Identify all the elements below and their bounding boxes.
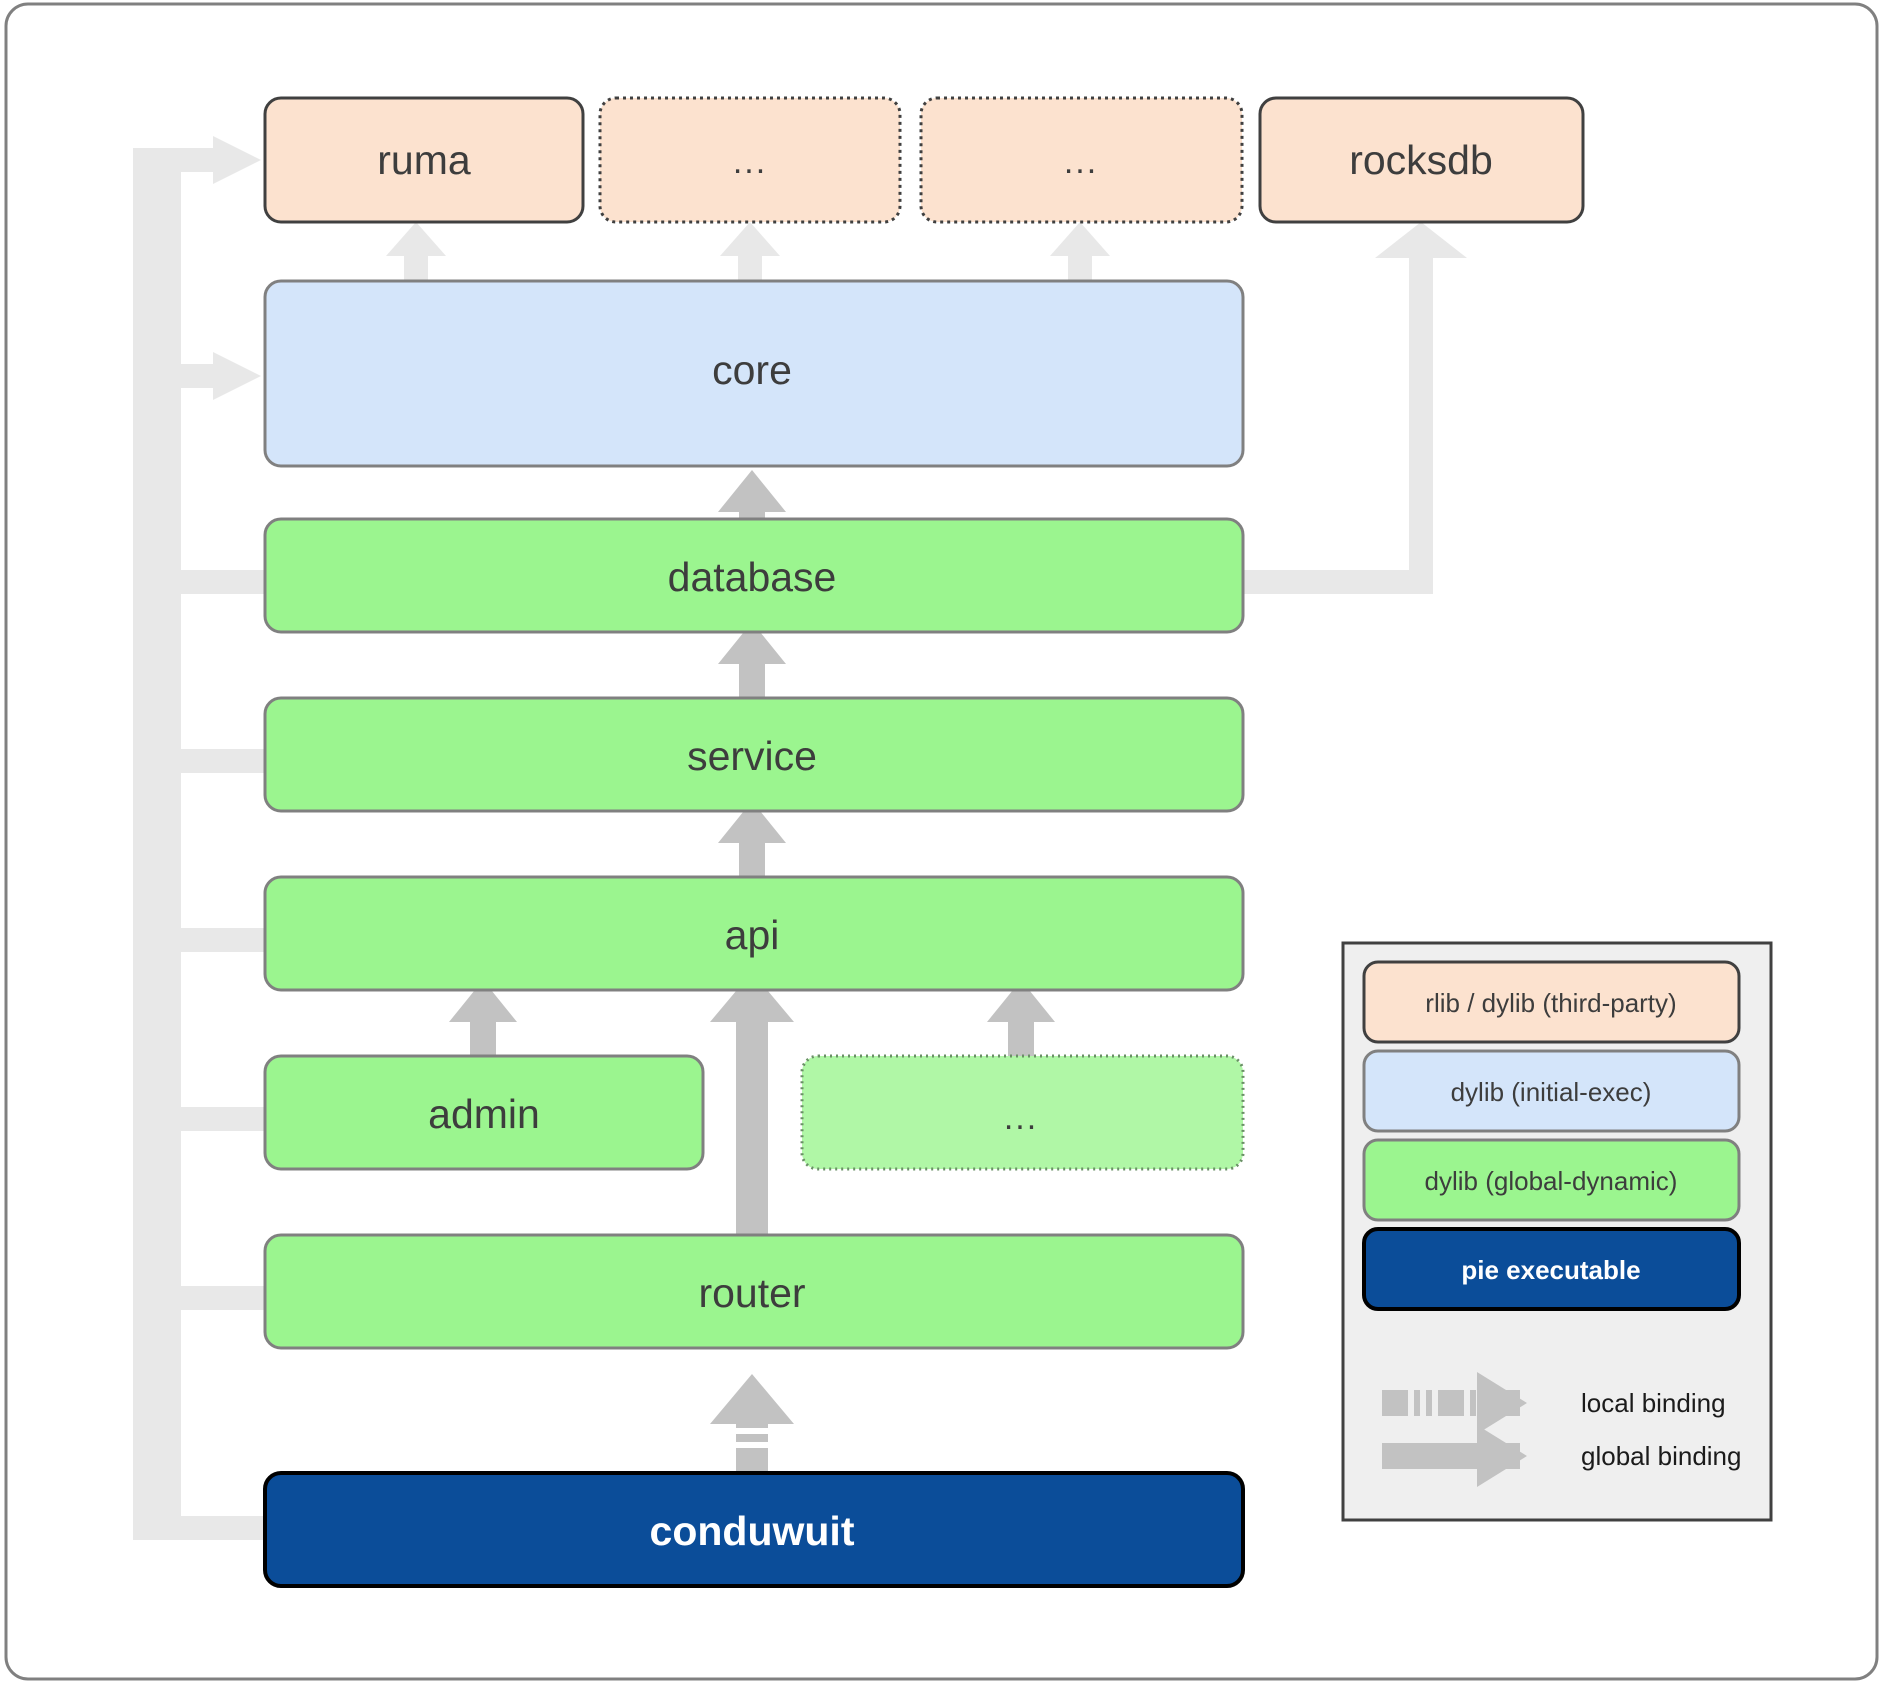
node-ruma-box[interactable] bbox=[263, 96, 585, 224]
edge-conduwuit-to-router-run bbox=[157, 1286, 267, 1310]
edge-database-right-run bbox=[1243, 570, 1433, 594]
local-binding-arrowhead bbox=[1477, 1372, 1527, 1434]
node-rocksdb-box[interactable] bbox=[1258, 96, 1585, 224]
node-service[interactable]: service bbox=[263, 696, 1245, 813]
legend-item-initial-exec: dylib (initial-exec) bbox=[1362, 1049, 1741, 1133]
node-rocksdb[interactable]: rocksdb bbox=[1258, 96, 1585, 224]
node-api[interactable]: api bbox=[263, 875, 1245, 992]
node-admin-box[interactable] bbox=[263, 1054, 705, 1171]
edge-core-to-top-dots2 bbox=[1050, 222, 1110, 284]
legend-arrow-local-binding bbox=[1382, 1372, 1527, 1434]
node-ruma[interactable]: ruma bbox=[263, 96, 585, 224]
legend-label-global-binding: global binding bbox=[1581, 1441, 1741, 1471]
edge-conduwuit-to-admin-run bbox=[157, 1107, 267, 1131]
edge-service-to-database bbox=[718, 622, 786, 702]
legend-label-third-party: rlib / dylib (third-party) bbox=[1425, 988, 1676, 1018]
edge-conduwuit-bottom-run bbox=[133, 1516, 267, 1540]
legend-item-third-party: rlib / dylib (third-party) bbox=[1362, 960, 1741, 1044]
edge-conduwuit-to-database-run bbox=[157, 570, 267, 594]
legend-item-pie-executable: pie executable bbox=[1362, 1227, 1741, 1311]
node-mid-dots-box[interactable] bbox=[800, 1054, 1245, 1171]
edge-conduwuit-to-ruma-arrowhead bbox=[213, 136, 261, 184]
node-admin[interactable]: admin bbox=[263, 1054, 705, 1171]
edge-mid-dots-to-api bbox=[987, 980, 1055, 1060]
local-binding-dash-5 bbox=[1470, 1390, 1476, 1416]
edge-inner-trunk bbox=[157, 148, 181, 1516]
edge-database-up-run bbox=[1409, 258, 1433, 594]
edge-core-to-ruma bbox=[386, 222, 446, 284]
node-top-dots2-box[interactable] bbox=[919, 96, 1244, 224]
edge-router-to-api bbox=[710, 972, 794, 1240]
local-binding-dash-2 bbox=[1414, 1390, 1420, 1416]
edge-conduwuit-to-api-run bbox=[157, 928, 267, 952]
legend-label-pie-executable: pie executable bbox=[1461, 1255, 1640, 1285]
edge-conduwuit-to-service-run bbox=[157, 749, 267, 773]
node-top-dots1-label: ... bbox=[733, 143, 767, 181]
edge-conduwuit-to-ruma-trunk bbox=[133, 148, 157, 1540]
node-service-label: service bbox=[687, 733, 817, 779]
global-binding-arrowhead bbox=[1477, 1425, 1527, 1487]
legend-label-global-dynamic: dylib (global-dynamic) bbox=[1425, 1166, 1678, 1196]
local-binding-dash-3 bbox=[1426, 1390, 1432, 1416]
edge-api-to-service bbox=[718, 801, 786, 881]
legend-label-local-binding: local binding bbox=[1581, 1388, 1726, 1418]
node-top-dots2-label: ... bbox=[1064, 143, 1098, 181]
edge-database-to-rocksdb bbox=[1243, 222, 1467, 594]
node-router[interactable]: router bbox=[263, 1233, 1245, 1350]
node-conduwuit-label: conduwuit bbox=[650, 1508, 855, 1554]
node-top-dots1-box[interactable] bbox=[598, 96, 902, 224]
local-binding-dash-1 bbox=[1382, 1390, 1408, 1416]
node-router-box[interactable] bbox=[263, 1233, 1245, 1350]
node-conduwuit-box[interactable] bbox=[263, 1471, 1245, 1588]
edge-database-to-rocksdb-arrowhead bbox=[1375, 222, 1467, 258]
edge-conduwuit-to-core-arrowhead bbox=[213, 352, 261, 400]
edge-admin-to-api bbox=[449, 980, 517, 1060]
legend-label-initial-exec: dylib (initial-exec) bbox=[1451, 1077, 1652, 1107]
legend-swatch-initial-exec bbox=[1362, 1049, 1741, 1133]
node-top-dots2[interactable]: ... bbox=[919, 96, 1244, 224]
legend-arrow-global-binding bbox=[1382, 1425, 1527, 1487]
legend-swatch-global-dynamic bbox=[1362, 1138, 1741, 1222]
edge-bus-conduwuit-locals bbox=[133, 136, 267, 1540]
legend-item-global-dynamic: dylib (global-dynamic) bbox=[1362, 1138, 1741, 1222]
node-mid-dots-label: ... bbox=[1004, 1099, 1038, 1137]
node-top-dots1[interactable]: ... bbox=[598, 96, 902, 224]
edge-conduwuit-to-core-run bbox=[157, 364, 213, 388]
node-core[interactable]: core bbox=[263, 279, 1245, 468]
node-rocksdb-label: rocksdb bbox=[1349, 137, 1493, 183]
legend-swatch-third-party bbox=[1362, 960, 1741, 1044]
legend-panel: rlib / dylib (third-party) dylib (initia… bbox=[1341, 941, 1773, 1522]
node-core-label: core bbox=[712, 347, 792, 393]
node-api-label: api bbox=[725, 912, 780, 958]
local-binding-dash-4 bbox=[1438, 1390, 1464, 1416]
node-router-label: router bbox=[698, 1270, 805, 1316]
node-mid-dots[interactable]: ... bbox=[800, 1054, 1245, 1171]
node-core-box[interactable] bbox=[263, 279, 1245, 468]
edge-core-to-third-party-group bbox=[386, 222, 1110, 284]
legend-swatch-pie-executable bbox=[1362, 1227, 1741, 1311]
node-conduwuit[interactable]: conduwuit bbox=[263, 1471, 1245, 1588]
node-api-box[interactable] bbox=[263, 875, 1245, 992]
node-database-box[interactable] bbox=[263, 517, 1245, 634]
node-database[interactable]: database bbox=[263, 517, 1245, 634]
edge-core-to-top-dots1 bbox=[720, 222, 780, 284]
node-ruma-label: ruma bbox=[377, 137, 471, 183]
node-admin-label: admin bbox=[428, 1091, 540, 1137]
node-service-box[interactable] bbox=[263, 696, 1245, 813]
node-database-label: database bbox=[668, 554, 837, 600]
edge-global-stack bbox=[449, 470, 1055, 1476]
